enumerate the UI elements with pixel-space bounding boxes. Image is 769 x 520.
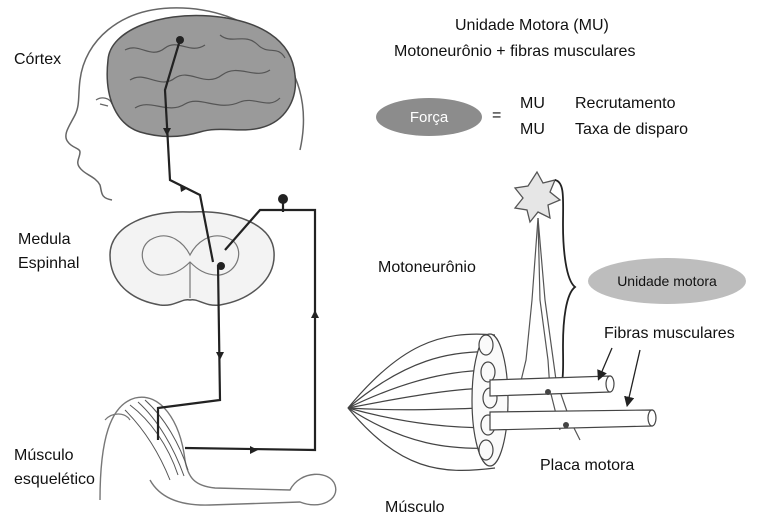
cortex-label: Córtex [14, 52, 61, 68]
equals-sign: = [492, 107, 501, 125]
motor-unit-subtitle: Motoneurônio + fibras musculares [394, 44, 635, 60]
spinal-cord-label-line1: Medula [18, 232, 70, 248]
motor-unit-brace [555, 180, 575, 390]
brain [107, 15, 295, 136]
muscle-label: Músculo [385, 500, 445, 516]
skeletal-muscle-label-line1: Músculo [14, 448, 74, 464]
motoneuron-label: Motoneurônio [378, 260, 476, 276]
mu-label-recruitment: MU [520, 96, 545, 112]
firing-rate-label: Taxa de disparo [575, 122, 688, 138]
motor-endplate-label: Placa motora [540, 458, 634, 474]
spinal-cord-label-line2: Espinhal [18, 256, 79, 272]
muscle-fibers-label: Fibras musculares [604, 326, 735, 342]
force-pill: Força [376, 98, 482, 136]
spinal-cord [110, 212, 274, 306]
mu-label-firing-rate: MU [520, 122, 545, 138]
motor-unit-label: Unidade motora [617, 273, 717, 289]
arm [100, 397, 336, 505]
motor-unit-title: Unidade Motora (MU) [455, 18, 609, 34]
skeletal-muscle-label-line2: esquelético [14, 472, 95, 488]
motoneuron-cell [515, 172, 560, 222]
force-label: Força [410, 109, 448, 126]
recruitment-label: Recrutamento [575, 96, 676, 112]
motor-unit-pill: Unidade motora [588, 258, 746, 304]
